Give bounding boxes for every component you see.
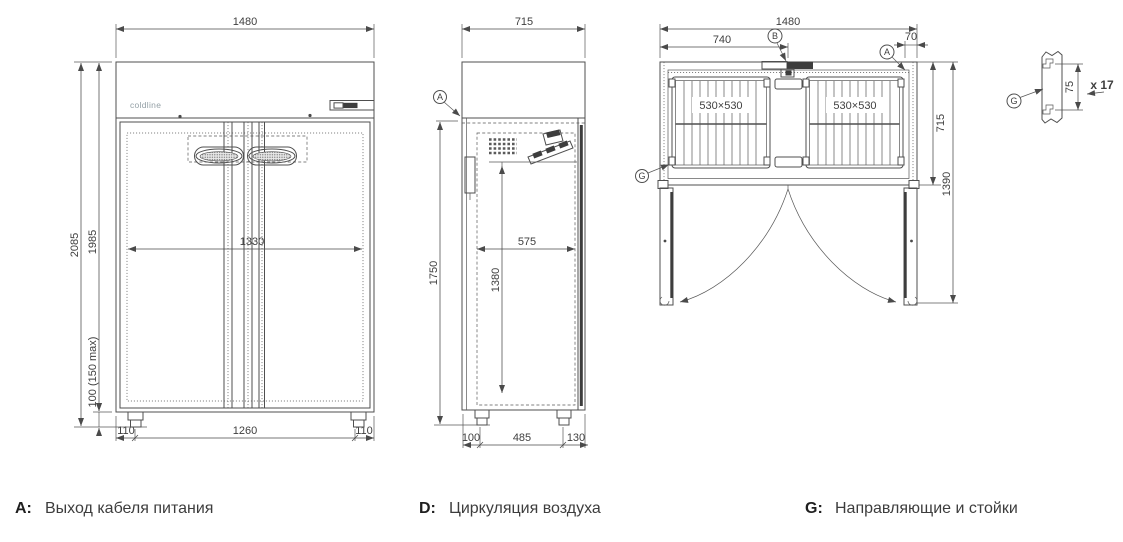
legend-label-d: Циркуляция воздуха (449, 500, 601, 517)
top-dim-left-span: 740 (660, 34, 788, 50)
svg-text:G: G (638, 171, 645, 181)
top-dim-depth-open: 1390 (941, 62, 956, 303)
side-dim-inner-depth: 575 (477, 236, 575, 252)
front-dim-legs: 100 (150 max) (87, 337, 102, 436)
svg-text:70: 70 (905, 31, 917, 43)
top-open-doors (657, 180, 920, 306)
center-tab-top (774, 78, 803, 90)
svg-text:100: 100 (462, 432, 480, 444)
rail-strip (1041, 50, 1063, 124)
svg-text:530×530: 530×530 (699, 100, 742, 112)
front-dim-bottom: 110 1260 110 (116, 425, 374, 442)
center-tab-bottom (774, 156, 803, 168)
legend-item-g: G: Направляющие и стойки (805, 500, 1018, 518)
door-edge (579, 125, 583, 406)
legend-item-d: D: Циркуляция воздуха (419, 500, 601, 518)
svg-text:x 17: x 17 (1090, 78, 1114, 92)
top-view: 1480 740 70 715 1390 (635, 16, 958, 306)
side-legs (474, 409, 572, 426)
side-dim-inner-height: 1380 (490, 166, 505, 393)
svg-text:1480: 1480 (776, 16, 800, 28)
balloon-b-top: B (767, 28, 787, 62)
fan-unit (527, 129, 574, 165)
balloon-a-side: A (433, 90, 461, 117)
svg-text:575: 575 (518, 236, 536, 248)
legend-key-a: A: (15, 500, 32, 517)
svg-text:740: 740 (713, 34, 731, 46)
top-dim-depth: 715 (930, 62, 947, 185)
svg-text:110: 110 (117, 425, 135, 437)
svg-text:1480: 1480 (233, 16, 257, 28)
svg-text:1390: 1390 (941, 172, 953, 196)
top-dim-right-offset: 70 (894, 31, 928, 48)
balloon-g-detail: G (1006, 88, 1044, 109)
svg-text:715: 715 (935, 114, 947, 132)
svg-text:2085: 2085 (69, 233, 81, 257)
shelf-grid-left: 530×530 (668, 76, 771, 169)
legend-key-g: G: (805, 500, 823, 517)
side-cabinet (461, 61, 586, 426)
evaporator-grille (489, 138, 517, 155)
svg-text:715: 715 (515, 16, 533, 28)
svg-text:B: B (772, 31, 778, 41)
side-view: 715 1750 575 1380 100 485 130 (428, 16, 588, 449)
svg-text:G: G (1010, 96, 1017, 106)
front-dim-height-total: 2085 (69, 63, 84, 426)
svg-text:1750: 1750 (428, 261, 440, 285)
legend: A: Выход кабеля питания D: Циркуляция возд… (0, 498, 1123, 528)
balloon-a-top: A (879, 44, 906, 71)
front-dim-height-body: 1985 (87, 63, 102, 411)
svg-text:75: 75 (1064, 81, 1076, 93)
front-legs (127, 411, 367, 428)
legend-label-a: Выход кабеля питания (45, 500, 214, 517)
side-dim-bottom: 100 485 130 (462, 432, 588, 449)
top-cabinet: 530×530 530×530 (659, 61, 918, 186)
svg-text:110: 110 (355, 425, 373, 437)
side-dim-depth: 715 (462, 16, 585, 32)
svg-text:A: A (884, 47, 890, 57)
svg-text:1985: 1985 (87, 230, 99, 254)
front-dim-door-span: 1330 (128, 236, 362, 252)
top-extension-lines (659, 24, 958, 304)
svg-text:485: 485 (513, 432, 531, 444)
legend-key-d: D: (419, 500, 436, 517)
front-view: 1480 2085 1985 100 (150 max) 1330 110 (69, 16, 375, 442)
svg-text:A: A (437, 92, 443, 102)
front-dim-width: 1480 (116, 16, 374, 32)
rail-slot-top (1042, 58, 1054, 69)
front-cabinet: coldline (115, 61, 375, 428)
rail-detail: 75 x 17 G (1006, 50, 1114, 124)
refrigerator-dimension-drawing: 1480 2085 1985 100 (150 max) 1330 110 (69, 16, 1114, 449)
svg-text:1380: 1380 (490, 268, 502, 292)
legend-item-a: A: Выход кабеля питания (15, 500, 213, 518)
shelf-grid-right: 530×530 (802, 76, 905, 169)
legend-label-g: Направляющие и стойки (835, 500, 1018, 517)
brand-logo: coldline (130, 100, 161, 110)
svg-text:130: 130 (567, 432, 585, 444)
svg-text:100 (150 max): 100 (150 max) (87, 337, 99, 408)
control-panel (329, 100, 375, 111)
rail-slot-bottom (1042, 104, 1054, 115)
hinge-dot (308, 113, 312, 118)
top-control-panel (761, 61, 813, 78)
top-dim-width: 1480 (660, 16, 917, 32)
svg-text:530×530: 530×530 (833, 100, 876, 112)
side-extension-lines (434, 24, 586, 448)
side-dim-height: 1750 (428, 122, 443, 424)
hinge-dot (178, 114, 182, 119)
detail-dim-pitch: 75 (1064, 64, 1081, 110)
door-handles (187, 135, 308, 166)
detail-count: x 17 (1086, 78, 1114, 97)
balloon-g-top: G (635, 164, 670, 183)
svg-text:1260: 1260 (233, 425, 257, 437)
